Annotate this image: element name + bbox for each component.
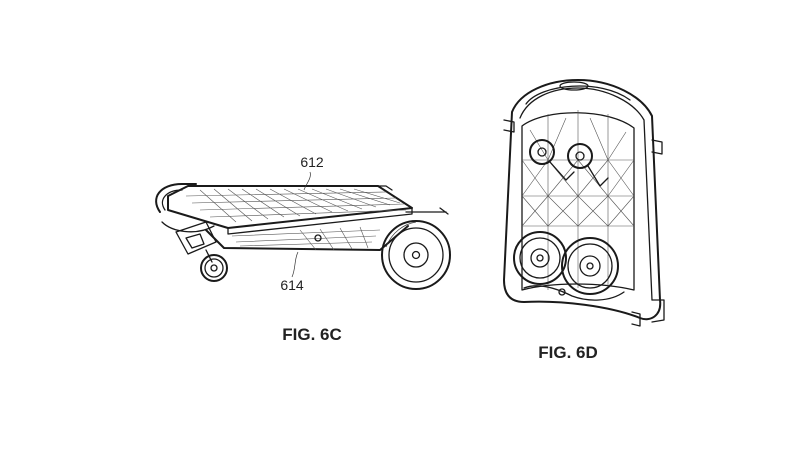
leader-line-614 — [291, 251, 299, 278]
reference-numeral-612: 612 — [300, 154, 324, 170]
large-rear-wheel — [381, 220, 451, 290]
cart-end-outer-shell — [503, 79, 662, 321]
upper-caster-right — [567, 143, 609, 187]
deck-perforations — [185, 188, 407, 223]
lower-wheel-right — [561, 237, 619, 295]
cart-lower-body — [205, 225, 409, 251]
upper-caster-left — [529, 139, 575, 181]
lower-wheel-left — [513, 231, 567, 285]
cart-handle — [155, 183, 197, 213]
fig-6d-drawing — [503, 79, 665, 327]
figure-caption-6c: FIG. 6C — [282, 325, 342, 344]
small-caster-wheel — [200, 249, 228, 282]
reference-numeral-614: 614 — [280, 277, 304, 293]
leader-line-612 — [303, 171, 311, 191]
fig-6c-drawing: 612 614 — [155, 154, 451, 293]
figure-caption-6d: FIG. 6D — [538, 343, 598, 362]
